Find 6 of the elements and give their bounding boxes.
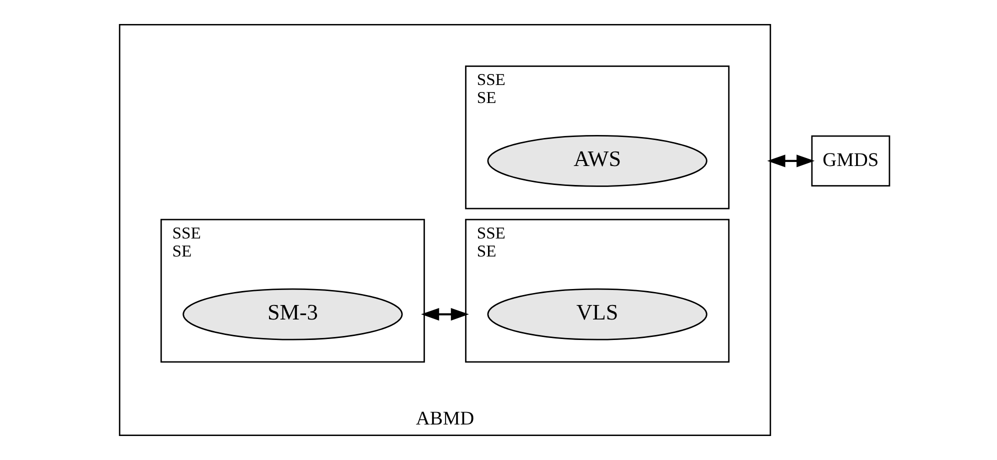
- arrow: [766, 154, 814, 168]
- node-ellipse: SM-3: [182, 288, 402, 340]
- node-ellipse: AWS: [486, 134, 707, 187]
- arrow: [420, 308, 468, 321]
- node-ellipse: VLS: [486, 288, 707, 340]
- node-box: GMDS: [810, 135, 890, 187]
